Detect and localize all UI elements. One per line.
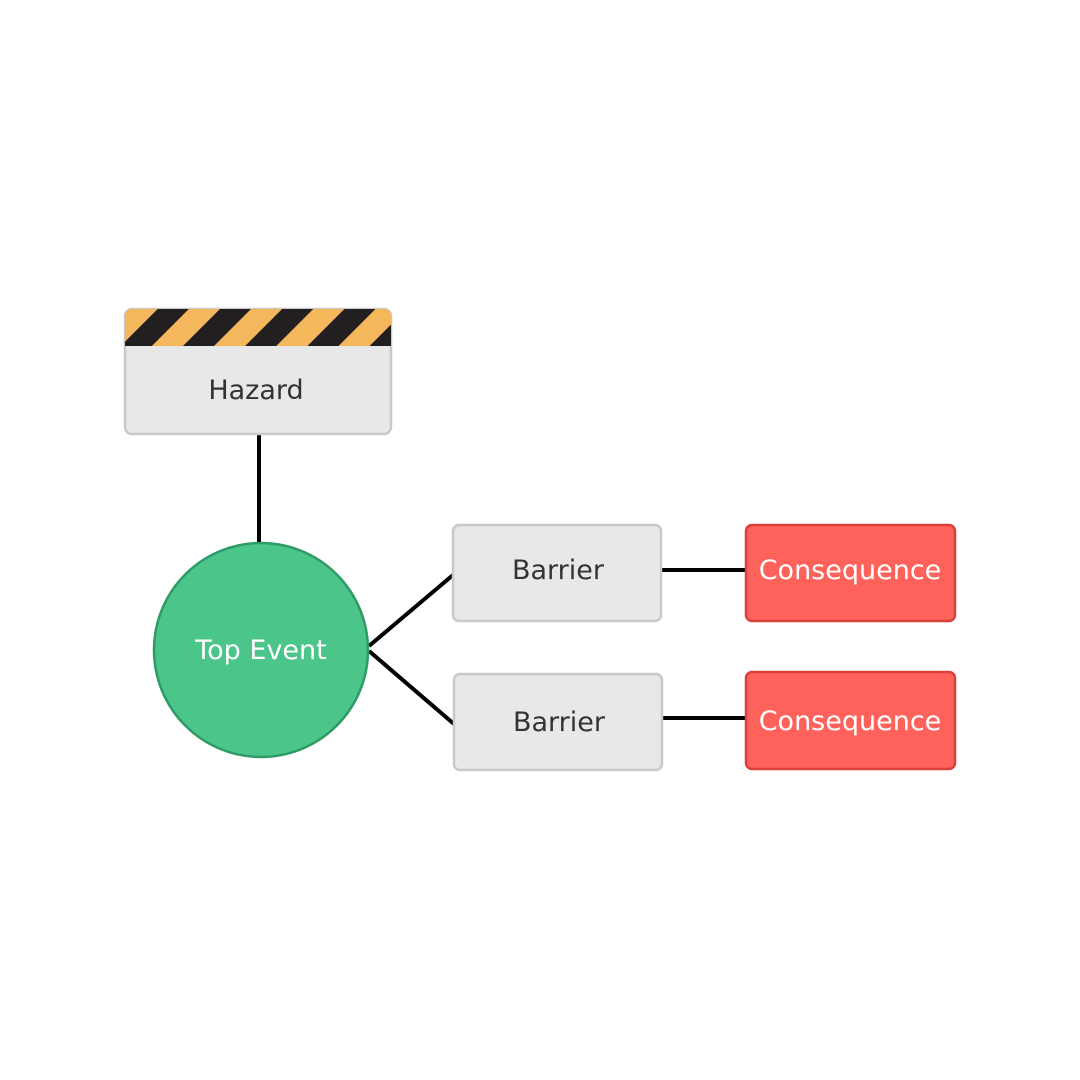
consequence-box-2 xyxy=(744,670,957,771)
top-event-node[interactable]: Top Event xyxy=(152,541,370,759)
hazard-label: Hazard xyxy=(208,375,303,406)
consequence-label-2: Consequence xyxy=(759,706,942,737)
barrier-label-1: Barrier xyxy=(512,555,605,586)
consequence-node-1[interactable]: Consequence xyxy=(744,523,957,623)
consequence-label-1: Consequence xyxy=(759,555,942,586)
barrier-node-1[interactable]: Barrier xyxy=(451,523,663,623)
top-event-to-barrier-2-line xyxy=(367,649,456,726)
barrier-node-2[interactable]: Barrier xyxy=(452,672,664,772)
top-event-circle xyxy=(152,541,370,759)
barrier-box-2 xyxy=(452,672,664,772)
top-event-label: Top Event xyxy=(194,635,327,666)
barrier-label-2: Barrier xyxy=(513,707,606,738)
top-event-to-barrier-1-line xyxy=(367,573,455,648)
barrier-box-1 xyxy=(451,523,663,623)
consequence-box-1 xyxy=(744,523,957,623)
consequence-node-2[interactable]: Consequence xyxy=(744,670,957,771)
hazard-node[interactable]: Hazard xyxy=(123,307,393,436)
hazard-stripes-icon xyxy=(125,309,391,346)
